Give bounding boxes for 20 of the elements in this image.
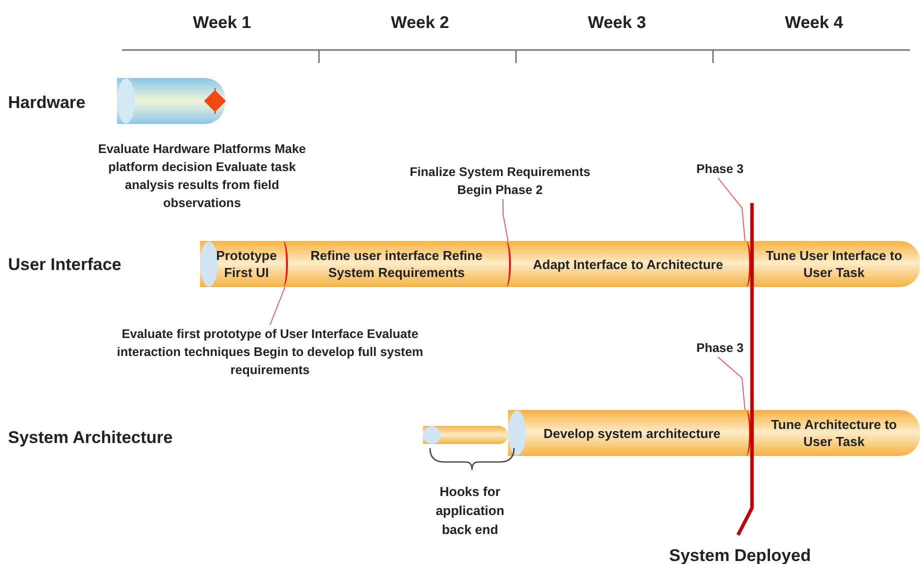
row-heading: System Architecture bbox=[8, 427, 174, 449]
cylinder-bar bbox=[423, 426, 508, 444]
annotation-text: Finalize System Requirements Begin Phase 2 bbox=[400, 163, 600, 199]
week-heading: Week 2 bbox=[390, 12, 450, 34]
phase-bar-segment: Develop system architecture bbox=[508, 410, 748, 456]
annotation-text: Evaluate Hardware Platforms Make platform decision Evaluate task analysis results from field observations bbox=[97, 141, 307, 212]
leader-line bbox=[718, 178, 746, 242]
annotation-text: Phase 3 bbox=[685, 160, 755, 178]
leader-line bbox=[718, 356, 746, 410]
annotation-text: Evaluate first prototype of User Interface Evaluate interaction techniques Begin to develop full system requirements bbox=[115, 325, 425, 379]
row-heading: Hardware bbox=[8, 92, 86, 114]
leader-line bbox=[502, 198, 508, 242]
leader-line bbox=[270, 286, 286, 326]
week-heading: Week 1 bbox=[192, 12, 252, 34]
phase-bar-segment: Prototype First UI bbox=[200, 241, 285, 287]
week-heading: Week 3 bbox=[586, 12, 648, 34]
week-heading: Week 4 bbox=[784, 12, 844, 34]
row-heading: User Interface bbox=[8, 254, 122, 276]
annotation-text: Hooks for application back end bbox=[434, 483, 506, 539]
annotation-text: Phase 3 bbox=[685, 339, 755, 357]
